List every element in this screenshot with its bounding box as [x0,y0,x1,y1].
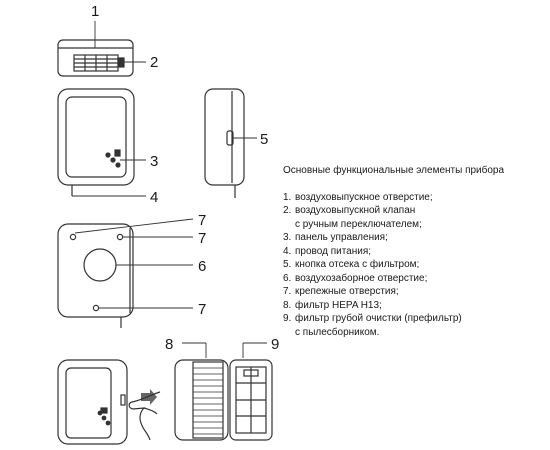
legend-item-number: 5. [283,259,292,270]
callout-numbers: 1 2 3 4 5 7 7 6 7 8 9 [91,3,279,353]
hand-icon [128,391,161,441]
legend-list: 1.воздуховыпускное отверстие; 2.воздухов… [283,191,545,340]
callout-7a: 7 [198,212,206,229]
air-inlet-opening [83,248,117,282]
legend-item-1: 1.воздуховыпускное отверстие; [283,191,545,205]
legend-item-text: кнопка отсека с фильтром; [295,259,420,270]
legend-item-5: 5.кнопка отсека с фильтром; [283,258,545,272]
legend-item-number: 9. [283,313,292,324]
callout-9: 9 [271,336,279,353]
legend-item-number: 7. [283,286,292,297]
callout-8: 8 [165,336,173,353]
callout-7b: 7 [198,230,206,247]
hepa-filter [192,361,224,439]
legend-item-4: 4.провод питания; [283,245,545,259]
air-outlet-grille [73,54,119,72]
legend-item-3: 3.панель управления; [283,231,545,245]
device-top-view [57,39,134,77]
legend-item-7: 7.крепежные отверстия; [283,285,545,299]
legend-item-text: панель управления; [295,232,388,243]
legend-item-text: воздухозаборное отверстие; [295,272,428,284]
device-open-filters [174,359,273,441]
callout-1: 1 [91,3,99,20]
legend-item-6: 6.воздухозаборное отверстие; [283,272,545,286]
legend-item-text: провод питания; [295,245,372,257]
legend-item-text: фильтр HEPA H13; [295,299,382,311]
legend-item-8: 8.фильтр HEPA H13; [283,299,545,313]
callout-5: 5 [260,131,268,148]
mounting-hole-2 [116,233,124,241]
legend-item-number: 4. [283,245,292,257]
callout-2: 2 [150,54,158,71]
callout-7c: 7 [198,301,206,318]
device-side-view [204,88,245,198]
callout-4: 4 [150,189,158,206]
legend-item-text: крепежные отверстия; [295,286,399,297]
press-arrow-icon [141,389,157,405]
legend-item-number: 2. [283,205,292,216]
mounting-hole-3 [92,304,100,312]
mounting-hole-1 [69,233,77,241]
legend-title: Основные функциональные элементы прибора [283,165,505,176]
legend-item-9: 9.фильтр грубой очистки (префильтр)с пыл… [283,312,545,339]
outlet-valve-switch [117,57,125,68]
legend-item-text: воздуховыпускное отверстие; [295,191,433,203]
device-back-view [57,223,134,328]
device-front-view-hand [57,359,161,445]
callout-leader-lines [72,21,267,358]
callout-6: 6 [198,258,206,275]
legend-item-number: 3. [283,232,292,243]
legend-item-text: фильтр грубой очистки (префильтр)с пылес… [295,313,462,338]
legend-item-number: 1. [283,191,292,203]
legend: Основные функциональные элементы прибора… [283,164,545,339]
device-front-view [57,88,135,196]
legend-item-number: 6. [283,272,292,284]
control-panel [105,149,121,168]
callout-3: 3 [150,153,158,170]
legend-item-number: 8. [283,299,292,311]
